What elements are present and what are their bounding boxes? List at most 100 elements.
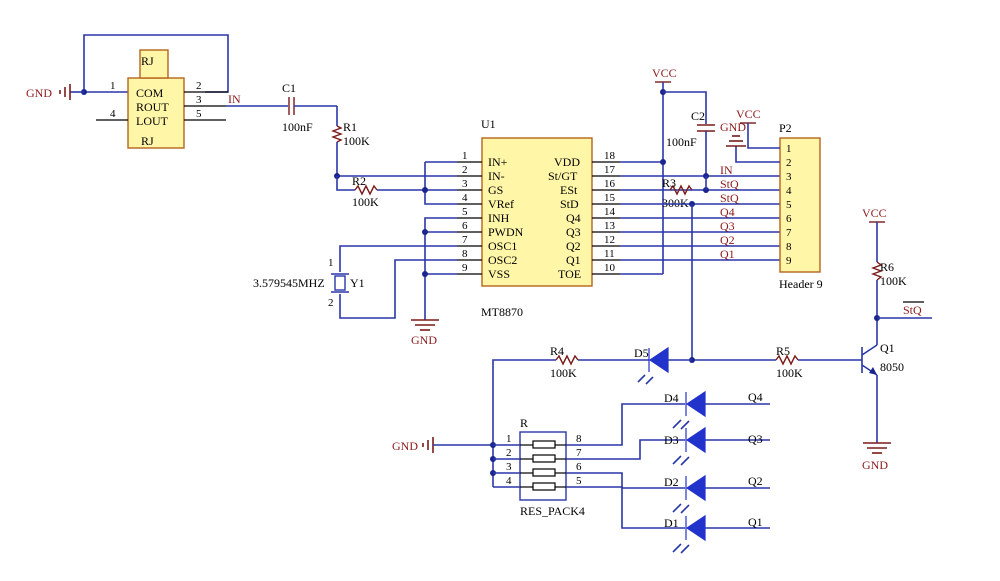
p2-pin: 5 (786, 199, 792, 211)
q1-part: 8050 (880, 360, 904, 374)
u1-pin-name: INH (488, 211, 510, 225)
p2-pin: 9 (786, 255, 792, 267)
u1-pin-name: IN+ (488, 155, 508, 169)
u1-right-pins: 18 17 16 15 14 13 12 11 10 VDD St/GT ESt… (548, 150, 620, 281)
p2-pin: 7 (786, 227, 792, 239)
led-net: Q1 (748, 515, 763, 529)
p2-net-q2: Q2 (720, 233, 735, 247)
u1-pin-name: Q3 (566, 225, 581, 239)
p2-net-q1: Q1 (720, 247, 735, 261)
vcc-label-u1: VCC (652, 66, 677, 80)
rj-pin-rout: ROUT (136, 100, 169, 114)
u1-pin-num: 2 (462, 164, 468, 176)
p2-pin: 4 (786, 185, 792, 197)
p2-pin: 3 (786, 171, 792, 183)
u1-pin-name: PWDN (488, 225, 524, 239)
rpack-pin: 6 (576, 461, 582, 473)
u1-pin-num: 17 (604, 164, 616, 176)
led-net: Q2 (748, 474, 763, 488)
led-ref: D2 (664, 475, 679, 489)
r2-value: 100K (352, 195, 379, 209)
gnd-label-bottom: GND (392, 439, 418, 453)
in-net-label: IN (228, 92, 241, 106)
led-ref: D4 (664, 391, 679, 405)
rpack-pin: 1 (506, 433, 512, 445)
r4-ref: R4 (550, 344, 564, 358)
rj-pin-lout: LOUT (136, 114, 169, 128)
u1-pin-num: 10 (604, 262, 616, 274)
rj-pin-2: 2 (196, 80, 202, 92)
p2-pin: 6 (786, 213, 792, 225)
u1-pin-num: 5 (462, 206, 468, 218)
led-array: GND R 1 2 3 4 8 7 6 5 RES_PACK4 (392, 390, 770, 554)
r1-value: 100K (343, 134, 370, 148)
u1-pin-num: 7 (462, 234, 468, 246)
led-net: Q4 (748, 390, 763, 404)
p2-net-in: IN (720, 163, 733, 177)
u1-right-nets: VCC C2 100nF R3 300K (620, 66, 780, 360)
u1-pin-name: TOE (558, 267, 581, 281)
p2-net-stq: StQ (720, 191, 739, 205)
c1-value: 100nF (282, 120, 313, 134)
y1-pin-1: 1 (328, 257, 334, 269)
c1-ref: C1 (282, 81, 296, 95)
u1-pin-name: GS (488, 183, 503, 197)
r2-ref: R2 (352, 174, 366, 188)
r3-ref: R3 (662, 176, 676, 190)
u1-ref: U1 (481, 117, 496, 131)
c2-ref: C2 (691, 109, 705, 123)
stq-net-label: StQ (903, 303, 922, 317)
u1-pin-num: 13 (604, 220, 616, 232)
u1-pin-num: 18 (604, 150, 616, 162)
u1-pin-num: 14 (604, 206, 616, 218)
rj-pin-1: 1 (110, 80, 116, 92)
status-led-d5: D5 R4 100K (492, 344, 692, 440)
rpack-pin: 4 (506, 475, 512, 487)
led-ref: D3 (664, 433, 679, 447)
u1-pin-name: Q4 (566, 211, 581, 225)
rpack-part: RES_PACK4 (520, 504, 585, 518)
u1-pin-name: OSC1 (488, 239, 517, 253)
gnd-label-u1: GND (411, 333, 437, 347)
y1-value: 3.579545MHZ (253, 276, 325, 290)
rj-pin-com: COM (136, 86, 164, 100)
r1-ref: R1 (343, 120, 357, 134)
u1-pin-num: 4 (462, 192, 468, 204)
header-p2: P2 Header 9 1 2 3 4 5 6 7 8 9 VCC GND IN… (720, 107, 823, 291)
u1-pin-num: 11 (604, 248, 615, 260)
r5-ref: R5 (776, 344, 790, 358)
r6-ref: R6 (880, 260, 894, 274)
u1-pin-name: Q2 (566, 239, 581, 253)
y1-pin-2: 2 (328, 297, 334, 309)
y1-ref: Y1 (350, 276, 365, 290)
u1-left-pins: 1 2 3 4 5 6 7 8 9 IN+ IN- GS VRef INH PW… (457, 150, 524, 281)
led-ref: D1 (664, 516, 679, 530)
vcc-label-p2: VCC (736, 107, 761, 121)
p2-pin: 1 (786, 143, 792, 155)
p2-ref: P2 (779, 121, 792, 135)
q1-ref: Q1 (880, 341, 895, 355)
u1-pin-num: 8 (462, 248, 468, 260)
u1-pin-num: 3 (462, 178, 468, 190)
u1-pin-num: 9 (462, 262, 468, 274)
u1-pin-name: St/GT (548, 169, 578, 183)
r3-value: 300K (662, 196, 689, 210)
r6-value: 100K (880, 274, 907, 288)
u1-pin-name: VDD (554, 155, 580, 169)
rj-pin-3: 3 (196, 94, 202, 106)
gnd-label-top: GND (26, 86, 52, 100)
r4-value: 100K (550, 366, 577, 380)
rj-title-bottom: RJ (141, 134, 154, 148)
d5-ref: D5 (634, 346, 649, 360)
rpack-pin: 5 (576, 475, 582, 487)
rpack-pin: 2 (506, 447, 512, 459)
ic-u1: U1 MT8870 1 2 3 4 5 6 7 8 9 IN+ IN- GS V (457, 117, 620, 319)
rpack-pin: 7 (576, 447, 582, 459)
gnd-label-q1: GND (862, 458, 888, 472)
rj-pin-5: 5 (196, 108, 202, 120)
led-net: Q3 (748, 432, 763, 446)
u1-part: MT8870 (481, 305, 523, 319)
c2-value: 100nF (666, 135, 697, 149)
rpack-pin: 3 (506, 461, 512, 473)
